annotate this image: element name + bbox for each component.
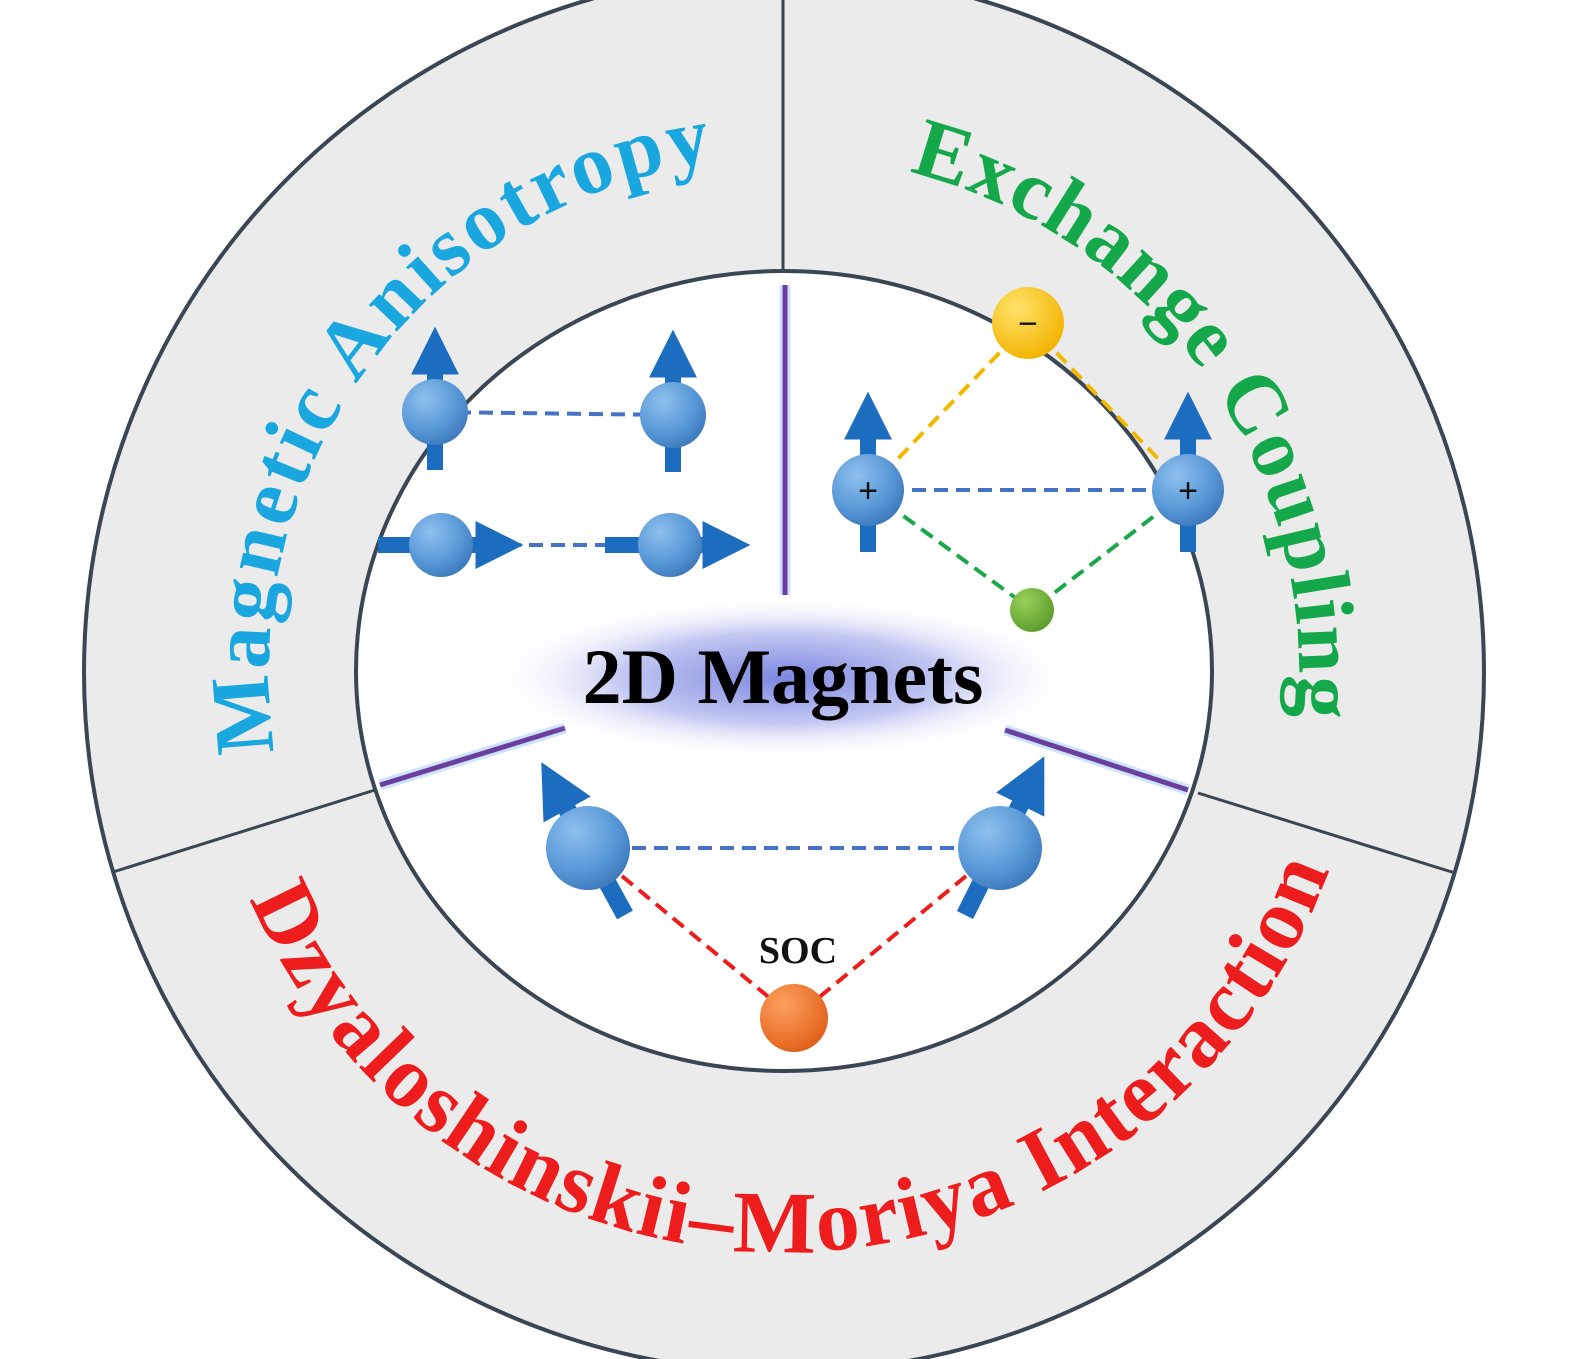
exchange-spins: + + − bbox=[832, 287, 1224, 632]
spin-sphere bbox=[402, 379, 468, 445]
plus-label: + bbox=[858, 472, 878, 510]
divider-right bbox=[1197, 791, 1456, 875]
plus-label: + bbox=[1178, 472, 1198, 510]
spin-sphere bbox=[546, 806, 630, 890]
plus-sphere bbox=[1152, 454, 1224, 526]
soc-label: SOC bbox=[759, 930, 837, 972]
anisotropy-spins bbox=[378, 326, 751, 577]
center-glow bbox=[488, 596, 1078, 760]
spin-sphere bbox=[958, 806, 1042, 890]
inner-dividers bbox=[378, 285, 1190, 796]
spin-sphere bbox=[638, 513, 702, 577]
soc-sphere bbox=[760, 984, 828, 1052]
minus-label: − bbox=[1018, 305, 1038, 343]
spin-sphere bbox=[640, 382, 706, 448]
dmi-spins: SOC bbox=[541, 756, 1045, 1052]
plus-sphere bbox=[832, 454, 904, 526]
minus-sphere bbox=[992, 287, 1064, 359]
divider-left bbox=[112, 788, 376, 874]
spin-sphere bbox=[409, 513, 473, 577]
center-label: 2D Magnets bbox=[583, 633, 984, 720]
ligand-sphere bbox=[1010, 588, 1054, 632]
